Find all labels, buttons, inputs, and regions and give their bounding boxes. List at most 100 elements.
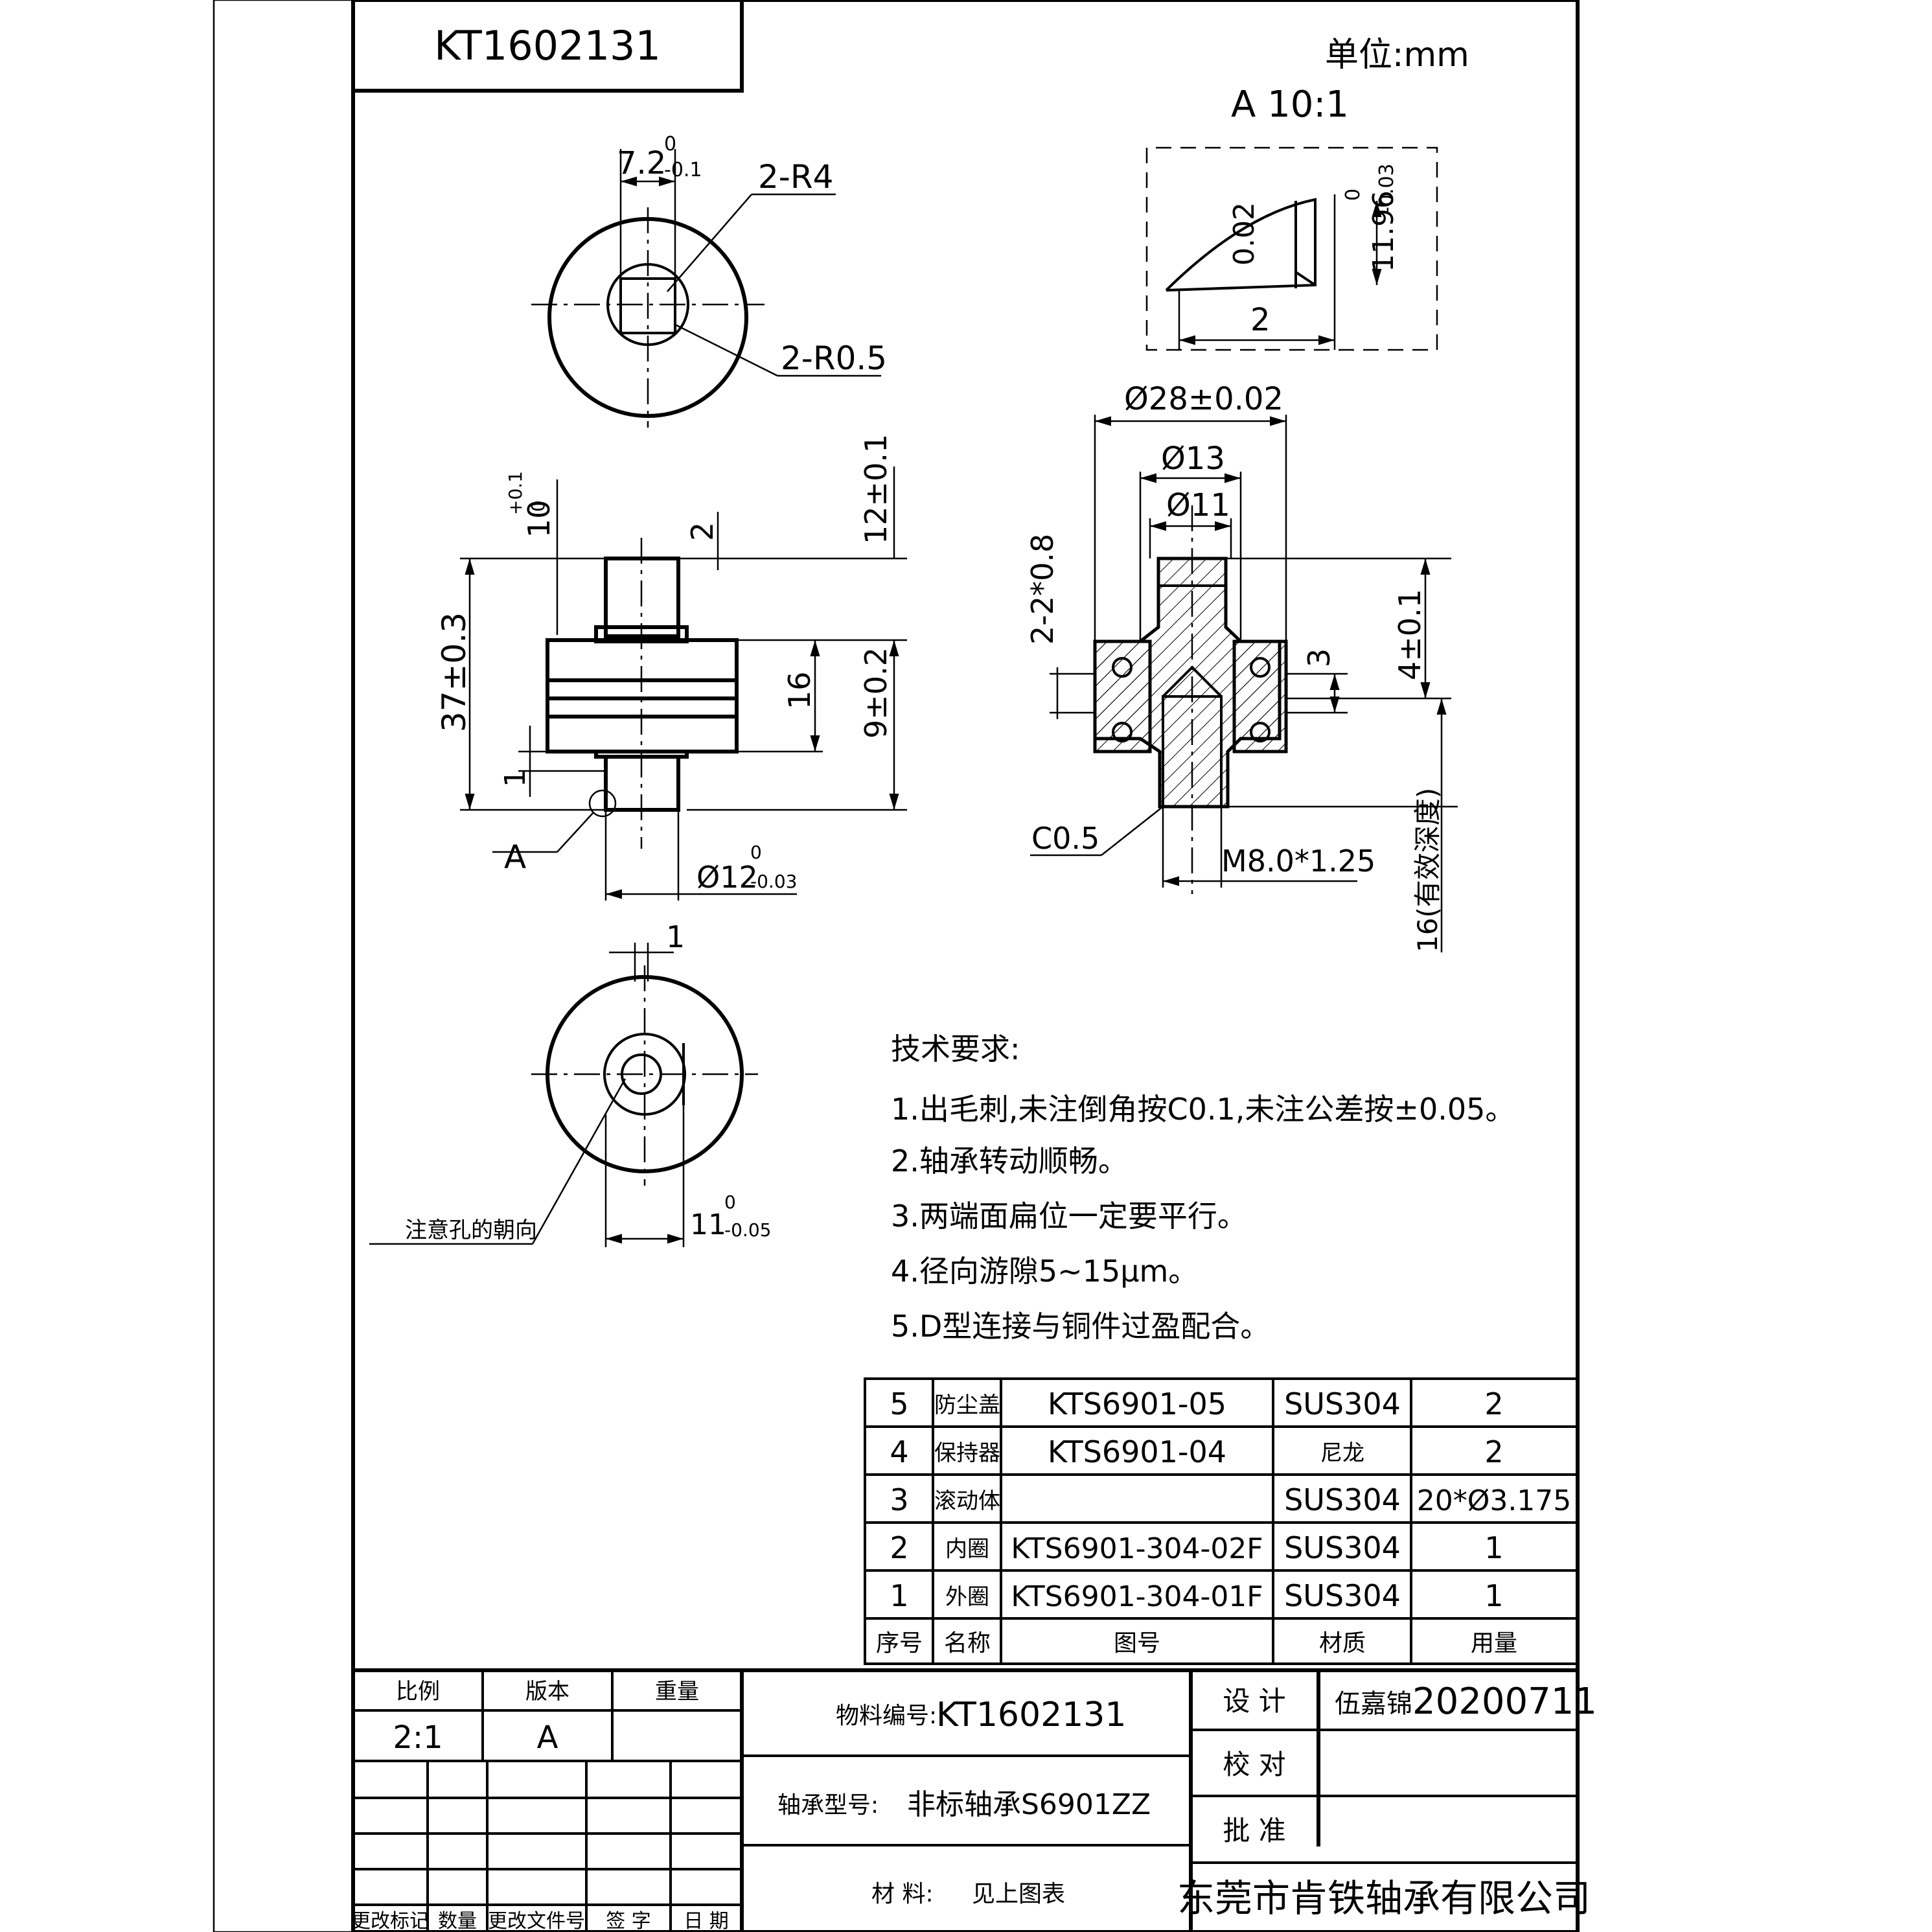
section-dim-dia11: Ø11 <box>1166 487 1230 523</box>
front-dim-dia12: Ø12 <box>696 860 758 895</box>
inner-border <box>351 0 1580 1932</box>
bom-cell: 保持器 <box>934 1440 1000 1466</box>
bom-cell: 5 <box>890 1386 908 1421</box>
design-date: 20200711 <box>1412 1681 1597 1723</box>
bom-cell: KTS6901-05 <box>1048 1386 1226 1421</box>
front-dim-1: 1 <box>499 769 532 787</box>
bom-cell: SUS304 <box>1284 1386 1401 1421</box>
top-radius-small: 2-R0.5 <box>781 339 887 377</box>
bom-cell: 1 <box>1484 1530 1503 1565</box>
rev-header: 日 期 <box>684 1910 729 1932</box>
bom-cell: SUS304 <box>1284 1482 1401 1517</box>
bom-cell: 尼龙 <box>1320 1440 1364 1466</box>
bom-cell: 4 <box>890 1434 908 1469</box>
detail-a-view: A 10:1 2 0.02 11.96 0 -0.03 <box>1145 84 1438 351</box>
front-dim-37: 37±0.3 <box>435 612 473 732</box>
top-radius-large: 2-R4 <box>758 158 833 196</box>
front-dim-dia12-tol-lower: -0.03 <box>750 871 797 892</box>
approve-label: 批 准 <box>1223 1815 1285 1846</box>
tech-item: 2.轴承转动顺畅。 <box>891 1144 1128 1179</box>
bom-header: 材质 <box>1319 1630 1366 1657</box>
rev-header: 签 字 <box>606 1910 651 1932</box>
top-dim-flat: 7.2 <box>617 145 666 181</box>
front-dim-10: 10 <box>522 500 557 538</box>
section-dim-chamfer-groove: 2-2*0.8 <box>1025 534 1060 645</box>
section-dim-3: 3 <box>1302 649 1337 667</box>
bottom-dim-11-tol-lower: -0.05 <box>724 1219 771 1241</box>
front-dim-16: 16 <box>782 671 817 709</box>
tech-item: 3.两端面扁位一定要平行。 <box>891 1199 1247 1234</box>
section-view: Ø28±0.02 Ø13 Ø11 2-2*0.8 3 4±0.1 16(有效深度… <box>1025 381 1458 952</box>
bom-cell: KTS6901-04 <box>1048 1434 1226 1469</box>
bom-cell: 内圈 <box>945 1536 989 1562</box>
tech-item: 1.出毛刺,未注倒角按C0.1,未注公差按±0.05。 <box>891 1092 1515 1127</box>
section-chamfer: C0.5 <box>1031 821 1099 856</box>
bom-cell: 防尘盖 <box>934 1392 1000 1418</box>
code-box: KT1602131 <box>351 0 744 93</box>
section-thread: M8.0*1.25 <box>1221 844 1375 879</box>
top-dim-flat-tol-lower: -0.1 <box>664 159 702 181</box>
unit-label: 单位:mm <box>1325 36 1469 75</box>
bom-cell: SUS304 <box>1284 1530 1401 1565</box>
section-thread-depth: 16(有效深度) <box>1412 788 1443 952</box>
detail-a-label: A 10:1 <box>1231 84 1349 126</box>
top-view: 7.2 0 -0.1 2-R4 2-R0.5 <box>531 133 887 428</box>
detail-dim-total-tol-lower: -0.03 <box>1375 163 1398 214</box>
tech-requirements: 技术要求: 1.出毛刺,未注倒角按C0.1,未注公差按±0.05。 2.轴承转动… <box>891 1031 1515 1344</box>
bom-cell: 2 <box>1484 1386 1503 1421</box>
bom-cell: KTS6901-304-01F <box>1011 1580 1263 1613</box>
drawing-code: KT1602131 <box>434 22 661 69</box>
bottom-dim-1: 1 <box>666 919 685 954</box>
bom-cell: 20*Ø3.175 <box>1417 1484 1572 1517</box>
bottom-view: 1 11 0 -0.05 注意孔的朝向 <box>369 919 771 1247</box>
bom-cell: 2 <box>890 1530 908 1565</box>
front-view: 37±0.3 10 +0.1 0 2 12±0.1 16 9±0.2 1 A Ø… <box>435 434 907 901</box>
title-block: 比例 版本 重量 2:1 A 更改标记 数量 更改文件号 签 字 日 期 物料编… <box>351 1668 1597 1932</box>
bom-cell: 2 <box>1484 1434 1503 1469</box>
front-dim-2: 2 <box>685 522 720 541</box>
version-label: 版本 <box>525 1679 569 1705</box>
bom-cell: 滚动体 <box>934 1488 1000 1514</box>
designer: 伍嘉锦 <box>1335 1689 1412 1719</box>
material-label: 材 料: <box>871 1881 934 1907</box>
bom-cell: SUS304 <box>1284 1578 1401 1613</box>
material-no-label: 物料编号: <box>836 1703 937 1729</box>
design-label: 设 计 <box>1223 1685 1285 1717</box>
bom-table: 5 防尘盖 KTS6901-05 SUS304 2 4 保持器 KTS6901-… <box>864 1377 1579 1665</box>
tech-heading: 技术要求: <box>891 1031 1020 1066</box>
bearing-model: 非标轴承S6901ZZ <box>907 1788 1151 1821</box>
top-dim-flat-tol-upper: 0 <box>664 133 676 155</box>
bom-cell: 3 <box>890 1482 908 1517</box>
check-label: 校 对 <box>1223 1749 1285 1780</box>
bom-cell: KTS6901-304-02F <box>1011 1532 1263 1565</box>
tech-item: 4.径向游隙5~15μm。 <box>891 1254 1198 1289</box>
rev-header: 数量 <box>438 1910 477 1932</box>
detail-dim-total: 11.96 <box>1367 190 1400 272</box>
bom-cell: 1 <box>1484 1578 1503 1613</box>
scale-label: 比例 <box>396 1679 440 1705</box>
bom-cell: 1 <box>890 1578 908 1613</box>
tech-item: 5.D型连接与铜件过盈配合。 <box>891 1309 1270 1344</box>
front-dim-10-tol-lower: 0 <box>527 500 549 512</box>
bom-cell: 外圈 <box>945 1584 989 1610</box>
detail-dim-total-tol-upper: 0 <box>1342 189 1364 201</box>
front-dim-9: 9±0.2 <box>858 647 893 739</box>
section-dim-4: 4±0.1 <box>1392 589 1427 680</box>
bearing-model-label: 轴承型号: <box>777 1792 879 1819</box>
rev-header: 更改标记 <box>351 1910 429 1932</box>
rev-header: 更改文件号 <box>488 1910 585 1932</box>
scale-value: 2:1 <box>393 1719 443 1756</box>
company-name: 东莞市肯铁轴承有限公司 <box>1177 1876 1591 1920</box>
bottom-note-hole: 注意孔的朝向 <box>405 1217 537 1243</box>
weight-label: 重量 <box>655 1679 699 1705</box>
version-value: A <box>537 1719 558 1756</box>
bottom-dim-11: 11 <box>690 1208 726 1241</box>
material-value: 见上图表 <box>972 1881 1065 1907</box>
bottom-dim-11-tol-upper: 0 <box>724 1191 736 1213</box>
bom-header: 名称 <box>944 1630 991 1657</box>
bom-header: 用量 <box>1471 1630 1517 1657</box>
material-no: KT1602131 <box>936 1696 1126 1734</box>
bom-header: 图号 <box>1114 1630 1160 1657</box>
detail-dim-width: 2 <box>1250 302 1271 338</box>
